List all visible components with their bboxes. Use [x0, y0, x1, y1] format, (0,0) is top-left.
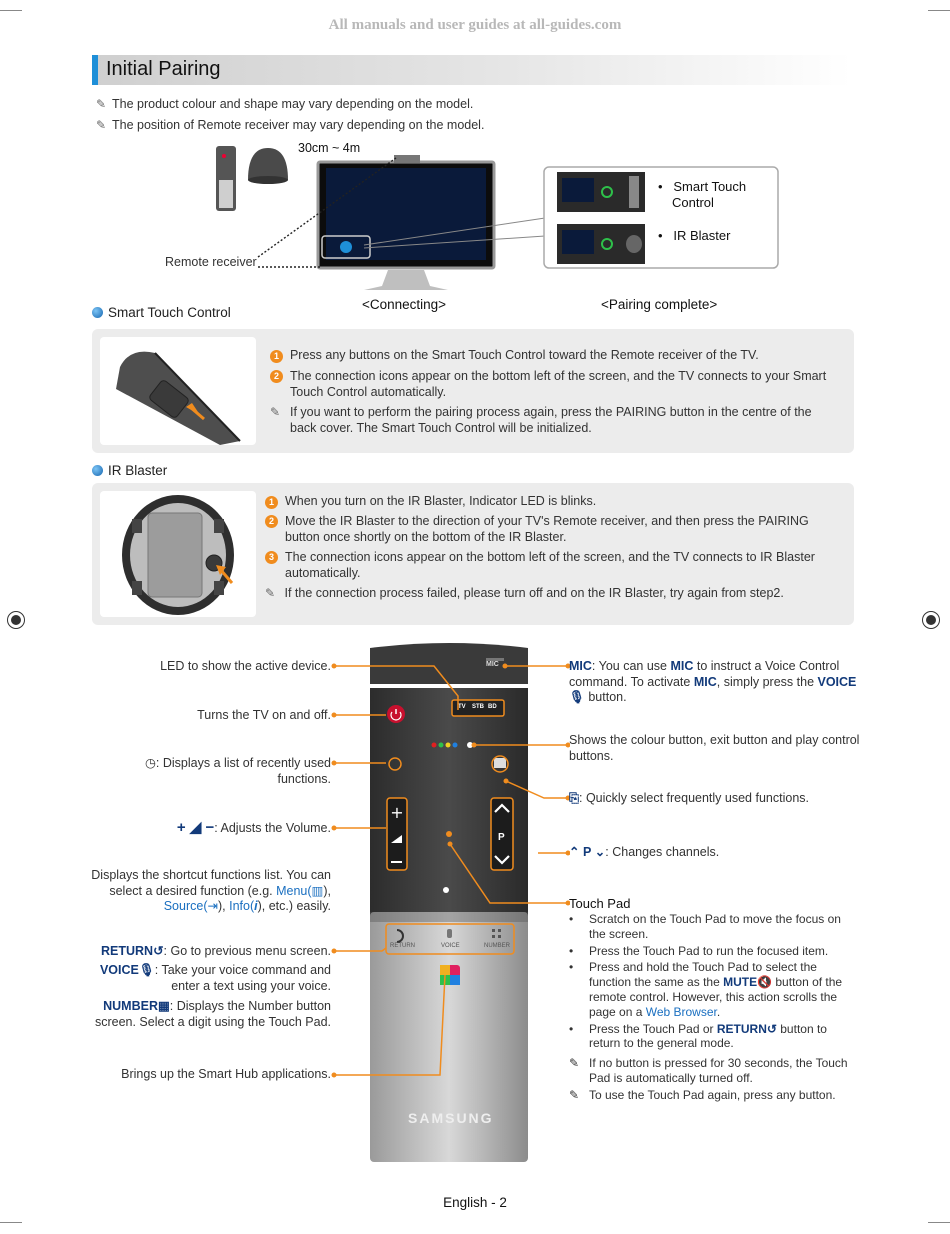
- smart-touch-back-image: [100, 337, 256, 445]
- smart-touch-step-2: 2 The connection icons appear on the bot…: [270, 369, 830, 400]
- power-label: Turns the TV on and off.: [197, 708, 331, 722]
- menu-icon: ▥: [311, 883, 324, 898]
- recent-label: ◷: Displays a list of recently used func…: [145, 756, 331, 786]
- remote-return-key[interactable]: RETURN: [390, 943, 415, 949]
- smart-touch-step-1: 1 Press any buttons on the Smart Touch C…: [270, 348, 830, 364]
- smart-touch-remote-icon: [216, 146, 236, 211]
- mic-label: MIC: You can use MIC to instruct a Voice…: [569, 659, 857, 704]
- step-number-1-icon: 1: [265, 496, 278, 509]
- smart-touch-note: ✎ If you want to perform the pairing pro…: [270, 405, 812, 435]
- number-grid-icon: ▦: [157, 999, 170, 1013]
- pairing-complete-caption: <Pairing complete>: [601, 297, 718, 312]
- ir-blaster-item: • IR Blaster: [658, 228, 731, 243]
- svg-text:+: +: [390, 803, 403, 822]
- recent-icon: ◷: [145, 756, 156, 770]
- pencil-icon: ✎: [96, 97, 107, 111]
- smart-touch-heading: Smart Touch Control: [92, 305, 231, 320]
- channel-up-icon: ⌃: [569, 845, 580, 859]
- pencil-icon: ✎: [265, 586, 276, 600]
- tv-icon: [316, 155, 496, 290]
- ir-blaster-panel: 1 When you turn on the IR Blaster, Indic…: [92, 483, 854, 625]
- pairing-diagram: [216, 146, 779, 290]
- smart-touch-panel: 1 Press any buttons on the Smart Touch C…: [92, 329, 854, 453]
- pencil-icon: ✎: [270, 405, 281, 419]
- remote-receiver-label: Remote receiver: [165, 255, 257, 269]
- remote-tv-key[interactable]: TV: [458, 704, 466, 710]
- return-icon: ↺: [766, 1021, 777, 1036]
- number-label: NUMBER▦: Displays the Number button scre…: [94, 999, 331, 1029]
- quick-label: ⎘: Quickly select frequently used functi…: [569, 791, 809, 805]
- remote-brand-logo: SAMSUNG: [408, 1110, 494, 1126]
- note-colour: ✎The product colour and shape may vary d…: [96, 97, 474, 111]
- channel-label: ⌃ P ⌄: Changes channels.: [569, 845, 720, 859]
- note-receiver: ✎The position of Remote receiver may var…: [96, 118, 485, 132]
- channel-down-icon: ⌄: [594, 845, 606, 859]
- led-label: LED to show the active device.: [160, 659, 331, 673]
- remote-stb-key[interactable]: STB: [472, 704, 484, 710]
- ir-blaster-heading: IR Blaster: [92, 463, 167, 478]
- return-icon: ↺: [153, 944, 164, 958]
- volume-label: + ◢ −: Adjusts the Volume.: [176, 819, 331, 836]
- pencil-icon: ✎: [569, 1087, 580, 1102]
- distance-label: 30cm ~ 4m: [298, 141, 361, 155]
- remote-illustration: +: [370, 643, 528, 1162]
- callout-lines: [331, 663, 570, 1078]
- bullet-icon: [92, 465, 103, 476]
- ir-blaster-step-2: 2 Move the IR Blaster to the direction o…: [265, 514, 835, 545]
- quick-icon: ⎘: [569, 791, 580, 805]
- ir-blaster-step-1: 1 When you turn on the IR Blaster, Indic…: [265, 494, 835, 510]
- source-icon: ⇥: [207, 899, 218, 913]
- mic-icon: 🎙: [569, 690, 585, 704]
- section-header: Initial Pairing: [92, 55, 852, 85]
- voice-label: VOICE🎙: Take your voice command and ente…: [99, 963, 331, 993]
- section-accent: [92, 55, 98, 85]
- volume-icons: + ◢ −: [176, 819, 215, 836]
- shortcut-label: Displays the shortcut functions list. Yo…: [91, 868, 331, 913]
- ir-blaster-note: ✎ If the connection process failed, plea…: [265, 586, 784, 600]
- ir-blaster-icon: [248, 148, 288, 184]
- registration-mark-left: [7, 611, 25, 629]
- remote-number-key[interactable]: NUMBER: [484, 943, 511, 949]
- mic-icon: 🎙: [138, 963, 155, 977]
- step-number-2-icon: 2: [265, 515, 278, 528]
- step-number-1-icon: 1: [270, 350, 283, 363]
- step-number-3-icon: 3: [265, 551, 278, 564]
- info-icon: i: [254, 899, 258, 913]
- remote-bd-key[interactable]: BD: [488, 704, 497, 710]
- pencil-icon: ✎: [569, 1056, 580, 1071]
- remote-mic-label: MIC: [486, 661, 499, 668]
- remote-voice-key[interactable]: VOICE: [441, 943, 460, 949]
- pencil-icon: ✎: [96, 118, 107, 132]
- remote-channel-p: P: [498, 832, 505, 843]
- smarthub-label: Brings up the Smart Hub applications.: [121, 1067, 331, 1081]
- smart-touch-item: • Smart Touch Control: [658, 179, 747, 210]
- ir-blaster-step-3: 3 The connection icons appear on the bot…: [265, 550, 835, 581]
- ir-blaster-bottom-image: [100, 491, 256, 617]
- return-label: RETURN↺: Go to previous menu screen.: [100, 944, 331, 958]
- touchpad-title: Touch Pad: [569, 896, 631, 911]
- connecting-caption: <Connecting>: [362, 297, 447, 312]
- bullet-icon: [92, 307, 103, 318]
- step-number-2-icon: 2: [270, 370, 283, 383]
- colour-buttons-label: Shows the colour button, exit button and…: [569, 733, 860, 763]
- watermark: All manuals and user guides at all-guide…: [328, 17, 622, 33]
- registration-mark-right: [922, 611, 940, 629]
- page-footer: English - 2: [443, 1195, 507, 1210]
- touchpad-list: •Scratch on the Touch Pad to move the fo…: [569, 912, 848, 1102]
- section-title: Initial Pairing: [106, 58, 221, 80]
- mute-icon: 🔇: [757, 975, 773, 990]
